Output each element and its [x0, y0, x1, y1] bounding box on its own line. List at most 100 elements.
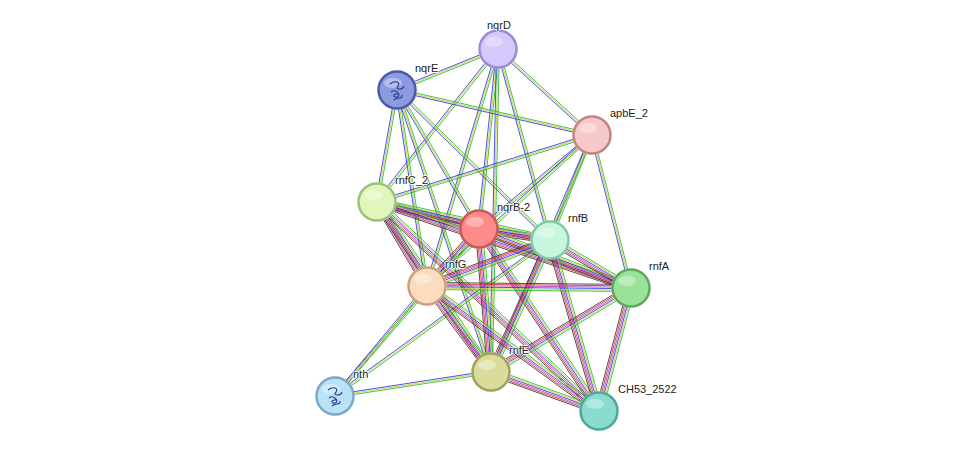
- evidence-line: [446, 249, 532, 281]
- evidence-line: [507, 297, 614, 361]
- evidence-line: [510, 301, 617, 365]
- node-fill: [613, 270, 650, 307]
- node-shine: [537, 228, 555, 238]
- protein-node: apbE_2: [572, 115, 612, 155]
- node-circle: [611, 268, 651, 308]
- node-circle: [377, 70, 417, 110]
- evidence-line: [439, 301, 480, 356]
- node-circle: [579, 391, 619, 431]
- node-label: rnfC_2: [395, 174, 428, 187]
- evidence-line: [567, 249, 614, 277]
- interaction-edge: [346, 300, 415, 382]
- evidence-line: [442, 299, 582, 401]
- node-fill: [473, 354, 510, 391]
- evidence-line: [441, 300, 482, 355]
- evidence-line: [511, 375, 582, 401]
- evidence-line: [511, 63, 576, 123]
- interaction-edge: [406, 106, 471, 213]
- node-circle: [315, 376, 355, 416]
- interaction-edge: [416, 93, 574, 132]
- interaction-edge: [565, 247, 616, 281]
- interaction-edge: [415, 55, 481, 84]
- evidence-line: [411, 104, 536, 227]
- node-label: nqrD: [487, 19, 511, 32]
- protein-node: nqrD: [478, 29, 518, 69]
- node-label: nth: [353, 368, 368, 381]
- structure-icon: [390, 82, 404, 100]
- evidence-line: [566, 251, 613, 279]
- node-shine: [466, 217, 484, 227]
- interaction-edge: [508, 375, 582, 407]
- node-circle: [471, 352, 511, 392]
- node-label: rnfE: [509, 344, 529, 357]
- node-circle: [357, 182, 397, 222]
- evidence-line: [509, 381, 580, 407]
- evidence-line: [354, 376, 471, 394]
- interaction-edge: [502, 67, 546, 221]
- evidence-line: [396, 141, 574, 196]
- structure-icon: [328, 388, 342, 406]
- interaction-edge: [511, 61, 578, 123]
- node-fill: [359, 184, 396, 221]
- node-shine: [485, 37, 503, 47]
- evidence-line: [601, 306, 623, 391]
- evidence-line: [346, 300, 413, 380]
- node-circle: [459, 209, 499, 249]
- node-circle: [407, 266, 447, 306]
- evidence-line: [416, 58, 481, 84]
- evidence-line: [416, 94, 573, 130]
- node-label: rnfA: [649, 260, 669, 273]
- protein-node: rnfE: [471, 352, 511, 392]
- evidence-line: [407, 107, 469, 212]
- evidence-line: [509, 300, 616, 364]
- evidence-line: [603, 307, 625, 392]
- evidence-line: [380, 109, 393, 183]
- evidence-line: [442, 298, 582, 400]
- evidence-line: [416, 96, 573, 132]
- node-label: rnfB: [568, 212, 588, 225]
- evidence-line: [349, 302, 416, 382]
- interaction-edge: [506, 295, 616, 365]
- protein-node: nth: [315, 376, 355, 416]
- node-fill: [480, 31, 517, 68]
- node-shine: [384, 78, 402, 88]
- evidence-line: [410, 105, 535, 228]
- node-fill: [574, 117, 611, 154]
- evidence-line: [602, 306, 624, 391]
- node-circle: [572, 115, 612, 155]
- interaction-edge: [601, 306, 630, 393]
- interaction-edge: [441, 295, 586, 403]
- node-shine: [579, 123, 597, 133]
- interaction-edge: [410, 103, 537, 228]
- node-shine: [322, 384, 340, 394]
- interaction-edge: [444, 244, 533, 283]
- evidence-line: [447, 283, 612, 285]
- evidence-line: [509, 379, 580, 405]
- evidence-line: [441, 300, 581, 402]
- interaction-edge: [595, 154, 627, 270]
- node-circle: [478, 29, 518, 69]
- protein-node: CH53_2522: [579, 391, 619, 431]
- interaction-edge: [395, 139, 574, 197]
- node-circle: [530, 220, 570, 260]
- interaction-edge: [446, 283, 611, 292]
- node-fill: [409, 268, 446, 305]
- node-shine: [364, 190, 382, 200]
- node-shine: [478, 360, 496, 370]
- node-shine: [586, 399, 604, 409]
- evidence-line: [500, 258, 543, 354]
- interaction-edge: [354, 374, 472, 395]
- evidence-line: [444, 244, 530, 276]
- evidence-line: [416, 93, 573, 129]
- evidence-line: [415, 55, 480, 81]
- evidence-line: [566, 252, 613, 280]
- node-label: nqrB-2: [497, 201, 530, 214]
- evidence-line: [569, 247, 616, 275]
- evidence-line: [565, 253, 612, 281]
- evidence-line: [354, 375, 471, 393]
- evidence-line: [508, 382, 579, 408]
- node-fill: [532, 222, 569, 259]
- evidence-line: [395, 139, 573, 194]
- evidence-line: [379, 109, 392, 183]
- evidence-line: [415, 56, 480, 82]
